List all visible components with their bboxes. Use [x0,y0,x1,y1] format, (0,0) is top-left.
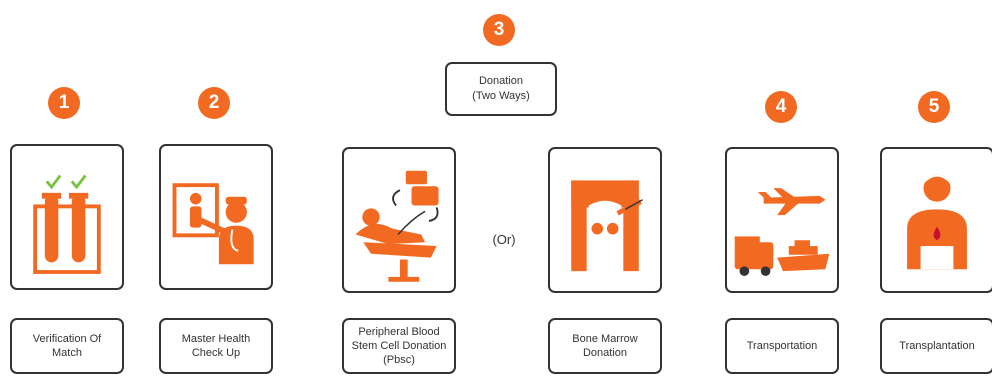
transplantation-card [880,147,992,293]
transportation-card [725,147,839,293]
step-2-badge: 2 [198,87,230,119]
transport-icon [734,188,830,276]
health-check-card [159,144,273,290]
step-4-badge: 4 [765,91,797,123]
patient-icon [907,174,967,270]
label-transplantation: Transplantation [880,318,992,374]
step-1-badge: 1 [48,87,80,119]
pbsc-card [342,147,456,293]
blood-donation-icon [355,170,439,282]
doctor-icon [172,183,254,265]
label-verification: Verification Of Match [10,318,124,374]
step-5-badge: 5 [918,91,950,123]
label-health-check: Master Health Check Up [159,318,273,374]
label-pbsc: Peripheral Blood Stem Cell Donation (Pbs… [342,318,456,374]
label-transportation: Transportation [725,318,839,374]
or-text: (Or) [492,232,516,247]
label-bone-marrow: Bone Marrow Donation [548,318,662,374]
pelvis-icon [571,180,643,272]
bone-marrow-card [548,147,662,293]
verification-card [10,144,124,290]
donation-header: Donation (Two Ways) [445,62,557,116]
test-tubes-icon [33,174,101,274]
step-3-badge: 3 [483,14,515,46]
